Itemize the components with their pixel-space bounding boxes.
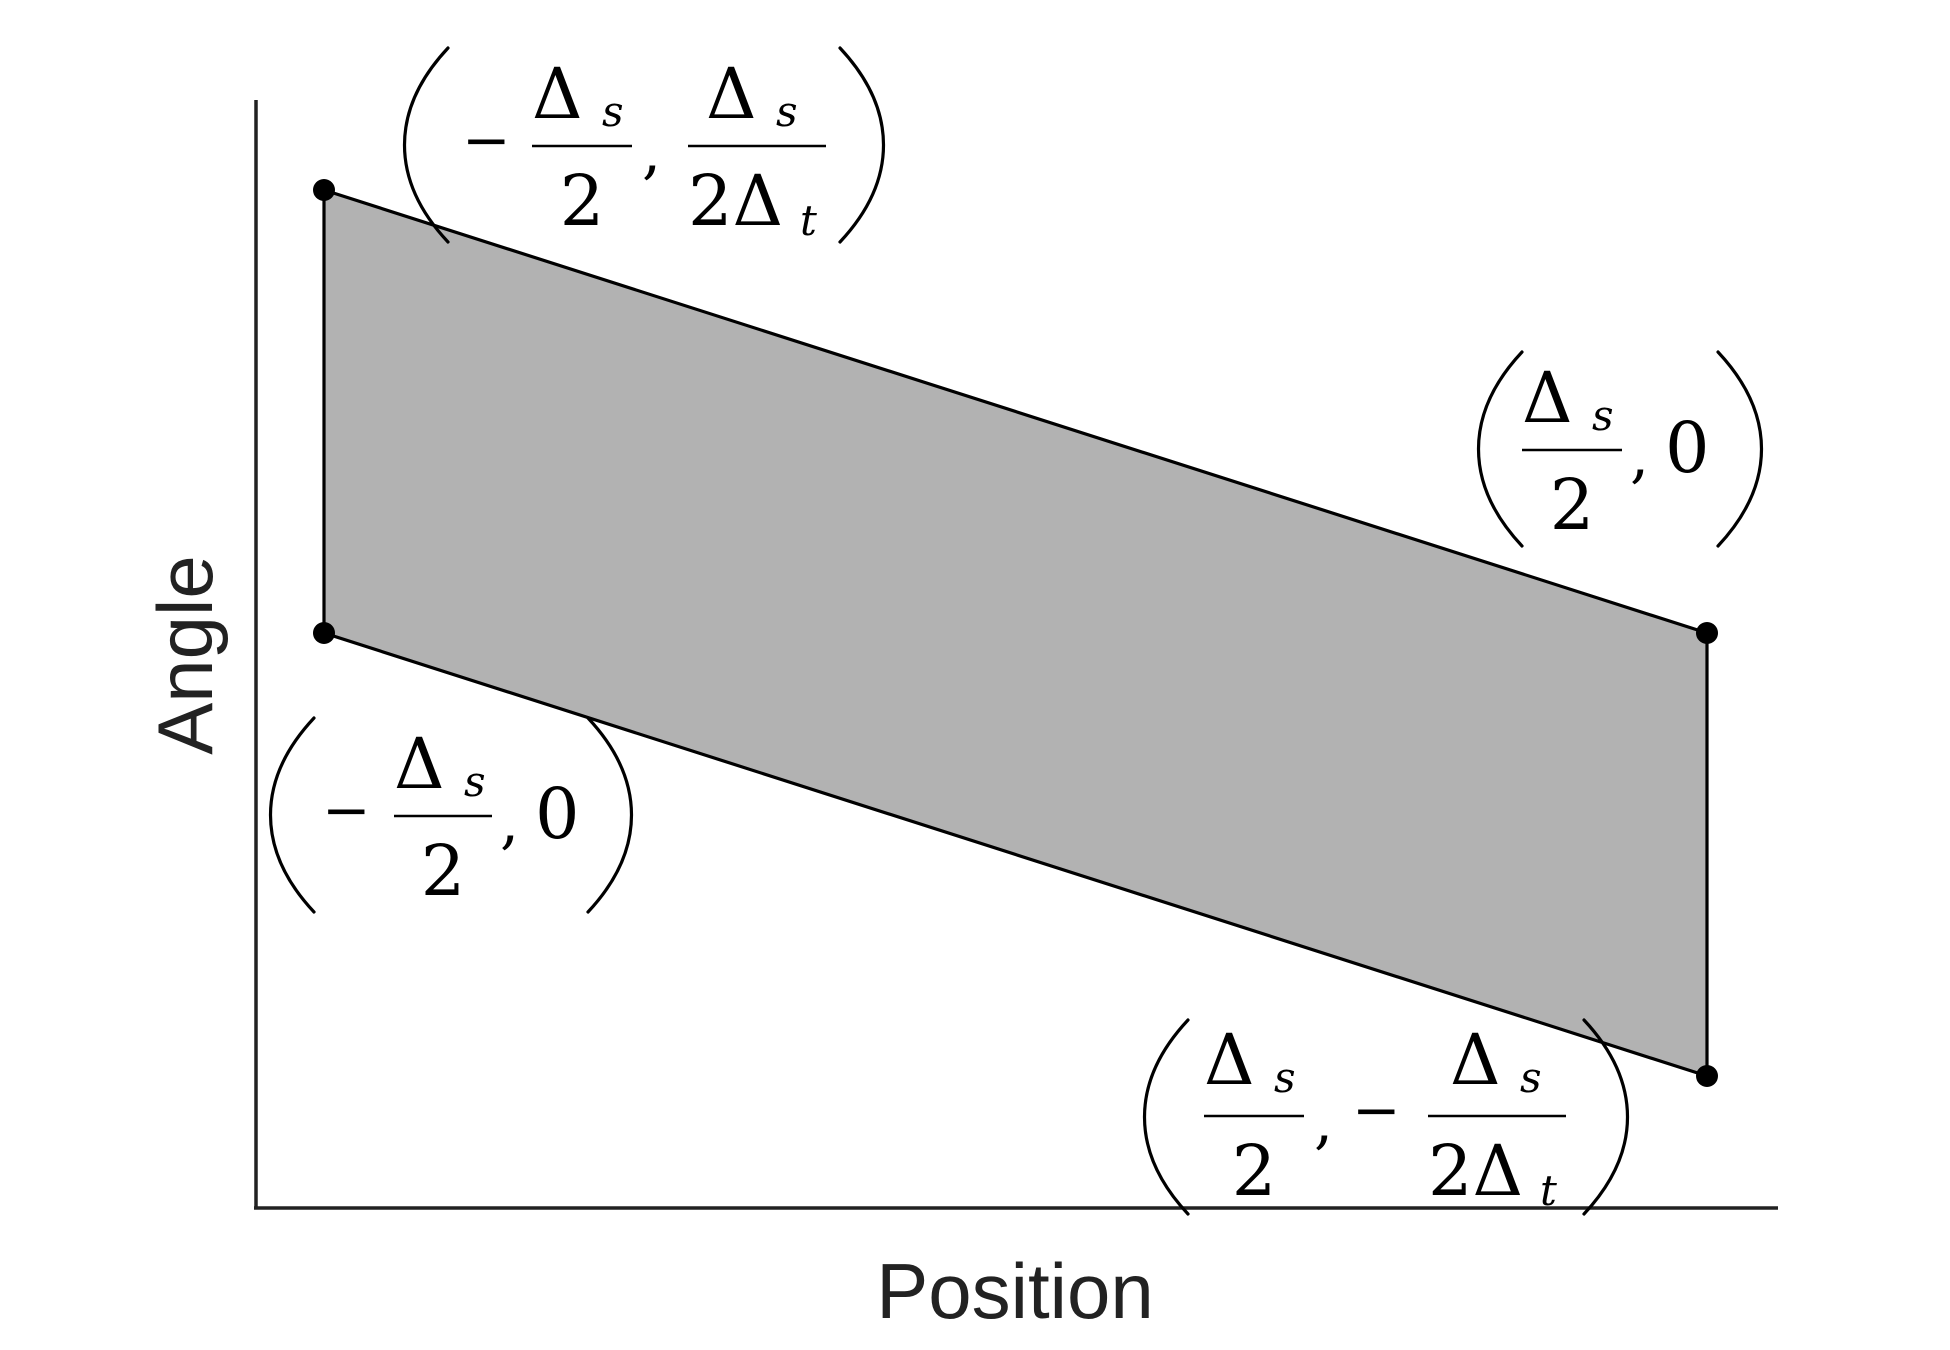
numerator-subscript: s (1592, 391, 1614, 440)
comma: , (642, 117, 661, 187)
vertex-bottom-right (1696, 1065, 1718, 1087)
comma: , (1630, 421, 1649, 491)
denominator: 2 (560, 160, 605, 242)
y-axis-title: Angle (141, 555, 229, 755)
numerator-delta: Δ (706, 53, 757, 135)
denominator: 2 (421, 830, 466, 912)
comma: , (500, 787, 519, 857)
axes (254, 100, 1778, 1210)
denominator-subscript: t (1540, 1166, 1557, 1215)
parallelogram-region (322, 188, 1709, 1078)
value-zero: 0 (1665, 407, 1710, 489)
numerator-delta: Δ (394, 723, 445, 805)
comma: , (1314, 1087, 1333, 1157)
value-zero: 0 (535, 773, 580, 855)
close-paren (838, 46, 886, 244)
open-paren (1142, 1018, 1190, 1216)
vertex-top-left (313, 179, 335, 201)
numerator-subscript: s (1520, 1053, 1542, 1102)
minus-sign: − (1352, 1076, 1401, 1144)
open-paren (402, 46, 450, 244)
close-paren (1716, 350, 1764, 548)
label-left-middle: − Δ s 2 , 0 (268, 716, 634, 914)
denominator: 2 (1232, 1130, 1277, 1212)
label-bottom-right: Δ s 2 , − Δ s 2Δ t (1142, 1018, 1630, 1216)
label-top-left: − Δ s 2 , Δ s 2Δ t (402, 46, 886, 245)
numerator-subscript: s (602, 87, 624, 136)
denominator: 2Δ (688, 160, 783, 242)
numerator-subscript: s (464, 757, 486, 806)
vertex-right-middle (1696, 622, 1718, 644)
denominator-subscript: t (800, 196, 817, 245)
open-paren (1476, 350, 1524, 548)
close-paren (586, 716, 634, 914)
open-paren (268, 716, 316, 914)
numerator-delta: Δ (1450, 1019, 1501, 1101)
minus-sign: − (322, 776, 371, 844)
vertex-points (313, 179, 1718, 1087)
denominator: 2Δ (1428, 1130, 1523, 1212)
numerator-delta: Δ (532, 53, 583, 135)
minus-sign: − (462, 106, 511, 174)
x-axis-title: Position (876, 1247, 1154, 1335)
denominator: 2 (1550, 464, 1595, 546)
numerator-delta: Δ (1204, 1019, 1255, 1101)
label-right-middle: Δ s 2 , 0 (1476, 350, 1764, 548)
vertex-left-middle (313, 622, 335, 644)
numerator-delta: Δ (1522, 357, 1573, 439)
close-paren (1582, 1018, 1630, 1216)
numerator-subscript: s (1274, 1053, 1296, 1102)
numerator-subscript: s (776, 87, 798, 136)
